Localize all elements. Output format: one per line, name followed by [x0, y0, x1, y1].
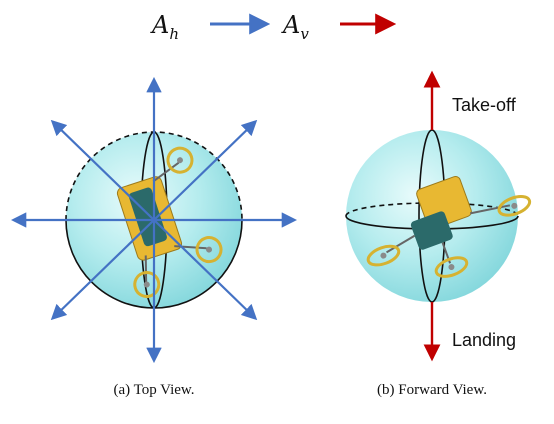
legend: Ah Av	[150, 11, 397, 43]
top-view-arrow-nw	[50, 119, 155, 221]
legend-horizontal-symbol: Ah	[150, 11, 179, 43]
top-view-arrow-ne	[153, 119, 258, 221]
top-view-panel: (a) Top View.	[10, 76, 298, 398]
forward-view-panel: Take-off Landing (b) Forward View.	[345, 70, 532, 398]
top-view-arrow-se	[153, 219, 258, 321]
take-off-label: Take-off	[452, 95, 517, 115]
top-view-caption: (a) Top View.	[113, 382, 194, 398]
landing-label: Landing	[452, 330, 516, 350]
legend-vertical-symbol: Av	[281, 11, 309, 43]
forward-view-caption: (b) Forward View.	[377, 382, 487, 398]
top-view-arrow-sw	[50, 219, 155, 321]
forward-view-drone	[366, 176, 532, 278]
forward-view-equator-dashed	[345, 202, 519, 217]
